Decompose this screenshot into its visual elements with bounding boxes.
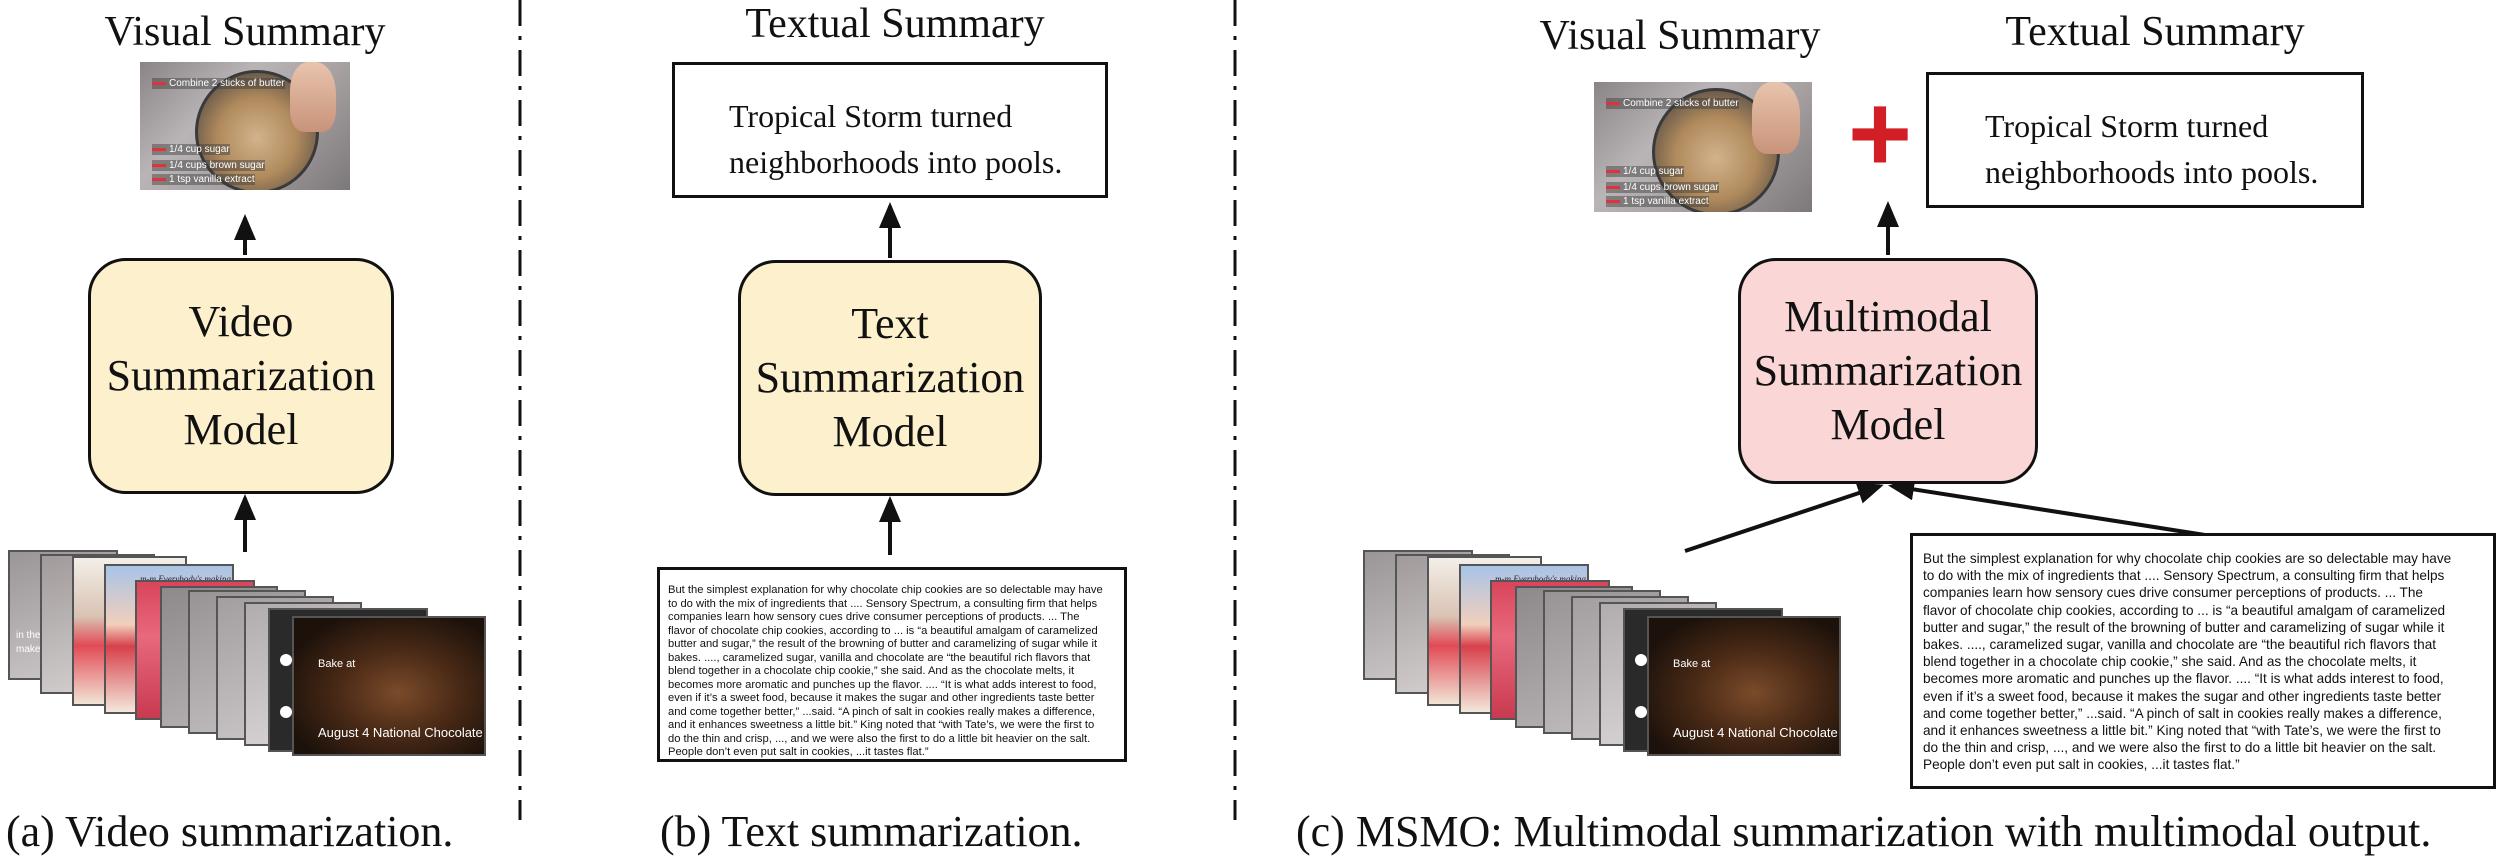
video-frame-stack-a: in the make m-m Everybody's making Bake … bbox=[0, 540, 500, 780]
panel-b-title: Textual Summary bbox=[745, 1, 1045, 47]
plus-sign: + bbox=[1847, 72, 1913, 195]
visual-summary-thumbnail-c: Combine 2 sticks of butter 1/4 cup sugar… bbox=[1594, 82, 1812, 212]
panel-a-title: Visual Summary bbox=[104, 9, 386, 55]
thumbnail-label: 1/4 cups brown sugar bbox=[1606, 182, 1719, 193]
frame-caption: August 4 National Chocolate Chip Cookie … bbox=[318, 725, 484, 740]
article-line: But the simplest explanation for why cho… bbox=[1923, 551, 2452, 566]
article-line: flavor of chocolate chip cookies, accord… bbox=[668, 624, 1098, 637]
model-line: Summarization bbox=[106, 351, 376, 401]
textual-summary-box-c: Tropical Storm turned neighborhoods into… bbox=[1926, 72, 2364, 208]
white-dot-icon bbox=[1635, 654, 1647, 666]
model-line: Model bbox=[1830, 399, 1946, 449]
article-line: People don’t even put salt in cookies, .… bbox=[668, 746, 929, 758]
frame-overlay-text: make bbox=[16, 644, 41, 655]
thumbnail-label: 1/4 cup sugar bbox=[152, 144, 230, 155]
caption-b: (b) Text summarization. bbox=[660, 807, 1083, 856]
model-line: Model bbox=[183, 404, 299, 454]
white-dot-icon bbox=[1635, 706, 1647, 718]
frame-caption-top: Bake at bbox=[318, 658, 356, 670]
model-line: Video bbox=[188, 297, 294, 347]
video-frame-stack-c: m-m Everybody's making Bake at August 4 … bbox=[1355, 540, 1855, 780]
article-line: butter and sugar,” the result of the bro… bbox=[668, 638, 1098, 650]
arrow-c-from-text bbox=[1888, 478, 2206, 537]
thumbnail-label: 1/4 cup sugar bbox=[1606, 166, 1684, 177]
frame-caption: August 4 National Chocolate Chip Cookie … bbox=[1673, 725, 1839, 740]
article-line: But the simplest explanation for why cho… bbox=[668, 584, 1103, 596]
article-line: bakes. ...., caramelized sugar, vanilla … bbox=[1923, 637, 2437, 653]
text-summarization-model: Text Summarization Model bbox=[738, 260, 1042, 496]
hand-image bbox=[290, 62, 336, 132]
thumbnail-label: Combine 2 sticks of butter bbox=[1606, 98, 1739, 109]
article-line: even if it’s a sweet food, because it ma… bbox=[668, 692, 1095, 704]
article-line: becomes more aromatic and punches up the… bbox=[1923, 671, 2444, 687]
thumbnail-label: 1 tsp vanilla extract bbox=[1606, 196, 1709, 207]
article-line: and come together better,” ...said. “A p… bbox=[668, 705, 1096, 718]
textual-summary-box-b: Tropical Storm turned neighborhoods into… bbox=[672, 62, 1108, 198]
article-line: butter and sugar,” the result of the bro… bbox=[1923, 619, 2445, 635]
video-frame-chocolate: Bake at August 4 National Chocolate Chip… bbox=[1647, 616, 1841, 756]
article-line: People don’t even put salt in cookies, .… bbox=[1923, 757, 2240, 773]
caption-c: (c) MSMO: Multimodal summarization with … bbox=[1296, 807, 2432, 856]
caption-a: (a) Video summarization. bbox=[6, 807, 454, 856]
model-line: Text bbox=[851, 299, 929, 349]
visual-summary-thumbnail-a: Combine 2 sticks of butter 1/4 cup sugar… bbox=[140, 62, 350, 190]
summary-line: neighborhoods into pools. bbox=[1985, 154, 2319, 191]
summary-line: Tropical Storm turned bbox=[729, 98, 1013, 134]
article-line: do the thin and crisp, ..., and we were … bbox=[668, 732, 1091, 745]
article-line: and come together better,” ...said. “A p… bbox=[1923, 705, 2442, 721]
white-dot-icon bbox=[280, 706, 292, 718]
frame-overlay-text: m-m Everybody's making bbox=[140, 574, 231, 584]
hand-image bbox=[1752, 82, 1800, 154]
frame-caption-top: Bake at bbox=[1673, 658, 1711, 670]
thumbnail-label: Combine 2 sticks of butter bbox=[152, 78, 285, 89]
video-frame-chocolate: Bake at August 4 National Chocolate Chip… bbox=[292, 616, 486, 756]
frame-overlay-text: m-m Everybody's making bbox=[1495, 574, 1586, 584]
article-line: and it enhances sweetness a little bit.”… bbox=[668, 719, 1095, 731]
article-line: to do with the mix of ingredients that .… bbox=[668, 597, 1098, 610]
source-article-b: But the simplest explanation for why cho… bbox=[657, 567, 1127, 762]
article-line: blend together in a chocolate chip cooki… bbox=[668, 665, 1075, 677]
arrow-c-from-video bbox=[1684, 482, 1884, 553]
article-line: becomes more aromatic and punches up the… bbox=[668, 678, 1097, 691]
model-line: Summarization bbox=[1753, 346, 2023, 396]
article-line: and it enhances sweetness a little bit.”… bbox=[1923, 723, 2441, 739]
model-line: Multimodal bbox=[1784, 292, 1992, 342]
article-line: even if it’s a sweet food, because it ma… bbox=[1923, 688, 2442, 704]
article-line: do the thin and crisp, ..., and we were … bbox=[1923, 740, 2437, 756]
frame-overlay-text: in the bbox=[16, 630, 41, 641]
article-line: flavor of chocolate chip cookies, accord… bbox=[1923, 602, 2446, 618]
model-line: Model bbox=[832, 406, 948, 456]
thumbnail-label: 1/4 cups brown sugar bbox=[152, 160, 265, 171]
article-line: companies learn how sensory cues drive c… bbox=[1923, 585, 2423, 601]
thumbnail-label: 1 tsp vanilla extract bbox=[152, 174, 255, 185]
multimodal-summarization-model: Multimodal Summarization Model bbox=[1738, 258, 2038, 484]
panel-c-visual-title: Visual Summary bbox=[1539, 13, 1821, 59]
summary-line: neighborhoods into pools. bbox=[729, 144, 1063, 181]
article-line: companies learn how sensory cues drive c… bbox=[668, 611, 1080, 623]
video-summarization-model: Video Summarization Model bbox=[88, 258, 394, 494]
source-article-c: But the simplest explanation for why cho… bbox=[1910, 533, 2496, 789]
summary-line: Tropical Storm turned bbox=[1985, 108, 2269, 144]
article-line: blend together in a chocolate chip cooki… bbox=[1923, 654, 2417, 670]
model-line: Summarization bbox=[755, 353, 1025, 403]
white-dot-icon bbox=[280, 654, 292, 666]
panel-c-textual-title: Textual Summary bbox=[2005, 9, 2305, 55]
article-line: bakes. ...., caramelized sugar, vanilla … bbox=[668, 651, 1091, 664]
article-line: to do with the mix of ingredients that .… bbox=[1923, 568, 2445, 584]
